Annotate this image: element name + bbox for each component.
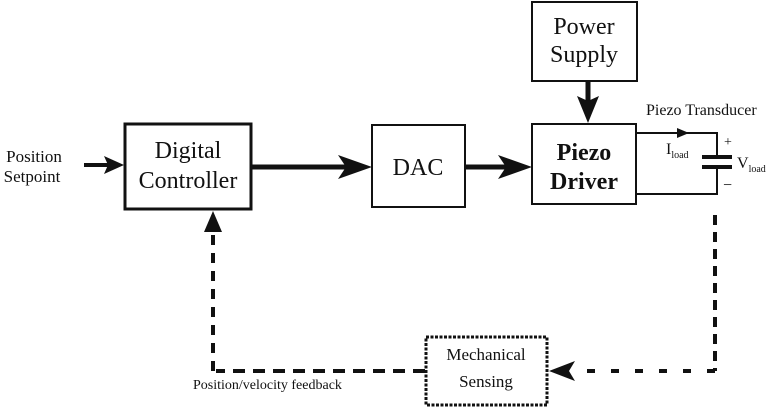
power-label-line1: Power bbox=[553, 14, 614, 40]
current-direction-arrow bbox=[677, 128, 689, 138]
input-label-line2: Setpoint bbox=[4, 167, 61, 186]
digital-controller-block: Digital Controller bbox=[123, 122, 253, 211]
transducer-title: Piezo Transducer bbox=[646, 102, 757, 119]
feedback-path-left bbox=[204, 211, 425, 373]
dac-label: DAC bbox=[393, 155, 444, 181]
feedback-label: Position/velocity feedback bbox=[193, 378, 342, 393]
sensing-label-line2: Sensing bbox=[459, 372, 513, 391]
plus-sign: + bbox=[724, 135, 732, 150]
mechanical-sensing-block: Mechanical Sensing bbox=[424, 335, 549, 407]
dac-to-driver-arrow bbox=[466, 155, 532, 179]
controller-label-line2: Controller bbox=[139, 168, 238, 194]
power-label-line2: Supply bbox=[550, 42, 618, 68]
input-label-line1: Position bbox=[6, 147, 62, 166]
power-to-driver-arrow bbox=[577, 82, 599, 123]
transducer-circuit bbox=[636, 128, 732, 195]
sensing-label-line1: Mechanical bbox=[446, 345, 526, 364]
driver-label-line2: Driver bbox=[550, 169, 618, 195]
controller-to-dac-arrow bbox=[252, 155, 372, 179]
dac-block: DAC bbox=[371, 124, 466, 208]
controller-label-line1: Digital bbox=[155, 138, 222, 164]
power-supply-block: Power Supply bbox=[531, 1, 638, 82]
current-label: Iload bbox=[666, 141, 689, 161]
driver-label-line1: Piezo bbox=[557, 140, 612, 166]
voltage-label: Vload bbox=[737, 155, 766, 175]
minus-sign: − bbox=[723, 177, 732, 194]
setpoint-arrow bbox=[84, 156, 124, 174]
piezo-driver-block: Piezo Driver bbox=[531, 123, 637, 205]
feedback-path-right bbox=[549, 215, 717, 381]
